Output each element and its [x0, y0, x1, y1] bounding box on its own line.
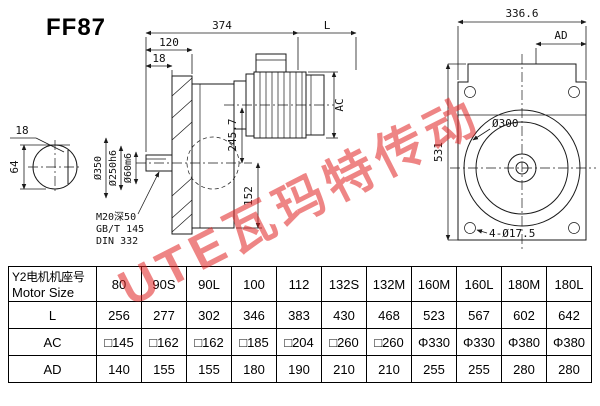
cell: 256 — [96, 301, 142, 329]
note-gb-standard: GB/T 145 — [96, 224, 144, 235]
technical-drawing: 64 18 374 L 120 1 — [8, 7, 596, 252]
fan-cowl — [305, 74, 325, 136]
row-label: L — [8, 301, 97, 329]
row-label: AC — [8, 328, 97, 356]
dim-18-shaft: 18 — [152, 52, 165, 65]
cell: 180 — [231, 355, 277, 383]
dim-dia-250: Ø250h6 — [107, 150, 119, 186]
drawing-title: FF87 — [46, 14, 107, 41]
cell: 155 — [186, 355, 232, 383]
cell: □204 — [276, 328, 322, 356]
flange-circle — [463, 109, 581, 227]
terminal-box — [255, 53, 287, 73]
motor-size-header-cell: Y2电机机座号 Motor Size — [8, 266, 97, 302]
dim-L: L — [324, 19, 331, 32]
row-label: AD — [8, 355, 97, 383]
dim-245-7: 245.7 — [226, 118, 239, 151]
cell: 567 — [456, 301, 502, 329]
cell: □185 — [231, 328, 277, 356]
cell: 210 — [366, 355, 412, 383]
size-header: 160M — [411, 266, 457, 302]
size-header: 100 — [231, 266, 277, 302]
cell: 255 — [456, 355, 502, 383]
cell: □162 — [186, 328, 232, 356]
dim-64: 64 — [8, 160, 21, 174]
cell: 210 — [321, 355, 367, 383]
cell: □260 — [366, 328, 412, 356]
mounting-hole — [464, 86, 476, 98]
gear-housing — [191, 83, 235, 229]
cell: 277 — [141, 301, 187, 329]
cell: 642 — [546, 301, 592, 329]
dim-18-key: 18 — [15, 124, 28, 137]
table-row-L: L 256 277 302 346 383 430 468 523 567 60… — [8, 301, 592, 329]
size-header: 180M — [501, 266, 547, 302]
cell: 155 — [141, 355, 187, 383]
dim-holes: 4-Ø17.5 — [489, 227, 535, 240]
dim-ad: AD — [554, 29, 567, 42]
cell: 302 — [186, 301, 232, 329]
size-header: 132S — [321, 266, 367, 302]
size-header: 180L — [546, 266, 592, 302]
table-row-AD: AD 140 155 155 180 190 210 210 255 255 2… — [8, 355, 592, 383]
cell: 280 — [546, 355, 592, 383]
mounting-hole — [464, 222, 476, 234]
size-header: 90S — [141, 266, 187, 302]
table-header-row: Y2电机机座号 Motor Size 80 90S 90L 100 112 13… — [8, 266, 592, 302]
dim-374: 374 — [212, 19, 232, 32]
cell: □260 — [321, 328, 367, 356]
housing-outline — [457, 63, 587, 241]
cell: □145 — [96, 328, 142, 356]
cell: 383 — [276, 301, 322, 329]
dim-531: 531 — [432, 142, 445, 162]
dimension-table: Y2电机机座号 Motor Size 80 90S 90L 100 112 13… — [8, 266, 592, 383]
cell: Φ330 — [411, 328, 457, 356]
dim-152: 152 — [242, 186, 255, 206]
cell: 280 — [501, 355, 547, 383]
cell: 190 — [276, 355, 322, 383]
dim-120: 120 — [159, 36, 179, 49]
size-header: 132M — [366, 266, 412, 302]
cell: □162 — [141, 328, 187, 356]
dim-dia-60: Ø60m6 — [122, 153, 134, 183]
note-din-standard: DIN 332 — [96, 236, 138, 247]
dim-dia-350: Ø350 — [92, 156, 104, 180]
side-view: 374 L 120 18 AC 245.7 152 Ø350 Ø250h6 Ø6… — [92, 19, 357, 247]
front-view: 336.6 AD 531 Ø300 4-Ø17.5 — [432, 7, 596, 252]
mounting-hole — [568, 86, 580, 98]
table-row-AC: AC □145 □162 □162 □185 □204 □260 □260 Φ3… — [8, 328, 592, 356]
cell: 430 — [321, 301, 367, 329]
size-header: 90L — [186, 266, 232, 302]
shaft-section-view: 64 18 — [8, 124, 82, 194]
size-header: 80 — [96, 266, 142, 302]
flange-plate — [171, 75, 193, 235]
dim-dia-300: Ø300 — [492, 117, 519, 130]
cell: Φ380 — [546, 328, 592, 356]
dim-336-6: 336.6 — [505, 7, 538, 20]
cell: 255 — [411, 355, 457, 383]
size-header: 112 — [276, 266, 322, 302]
motor-size-label-cn: Y2电机机座号 — [12, 270, 85, 284]
size-header: 160L — [456, 266, 502, 302]
cell: 346 — [231, 301, 277, 329]
motor-size-label-en: Motor Size — [12, 285, 75, 300]
cell: Φ380 — [501, 328, 547, 356]
cell: 602 — [501, 301, 547, 329]
cell: 523 — [411, 301, 457, 329]
cell: Φ330 — [456, 328, 502, 356]
cell: 468 — [366, 301, 412, 329]
mounting-hole — [568, 222, 580, 234]
cell: 140 — [96, 355, 142, 383]
note-tap-hole: M20深50 — [96, 211, 136, 223]
dim-ac: AC — [333, 98, 346, 111]
